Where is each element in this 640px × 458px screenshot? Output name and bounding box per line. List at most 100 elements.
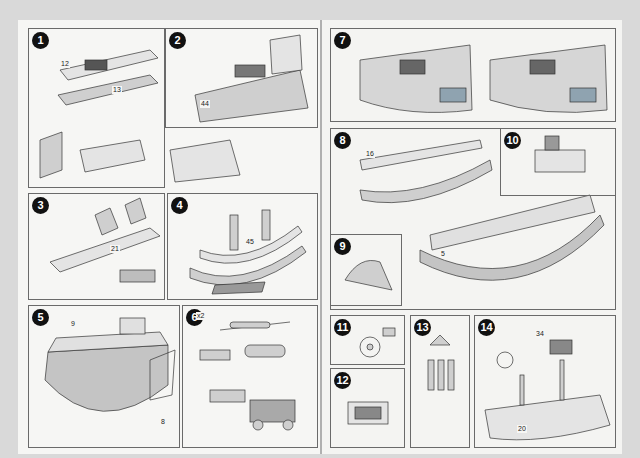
part-drawing [283, 420, 293, 430]
part-drawing [85, 60, 107, 70]
part-drawing [360, 140, 482, 170]
part-drawing [200, 226, 302, 263]
part-drawing [245, 345, 285, 357]
step-number: 10 [504, 132, 521, 149]
part-drawing [125, 198, 146, 224]
callout-number: 34 [535, 330, 545, 338]
part-drawing [428, 360, 434, 390]
callout-number: 44 [200, 100, 210, 108]
part-drawing [58, 75, 158, 105]
part-drawing [360, 160, 492, 203]
part-drawing [383, 328, 395, 336]
part-drawing [360, 337, 380, 357]
step-panel: 3 [28, 193, 165, 300]
step-number: 5 [32, 309, 49, 326]
callout-number: 45 [245, 238, 255, 246]
part-drawing [520, 375, 524, 405]
step-panel: 12 [330, 368, 405, 448]
step-panel: 4 [167, 193, 318, 300]
part-drawing [45, 345, 168, 411]
step-number: 4 [171, 197, 188, 214]
part-drawing [530, 60, 555, 74]
part-drawing [448, 360, 454, 390]
part-drawing [430, 195, 595, 250]
step-number: 8 [334, 132, 351, 149]
step-panel: 6 [182, 305, 318, 448]
step-panel: 11 [330, 315, 405, 365]
part-drawing [195, 70, 308, 122]
callout-number: 12 [60, 60, 70, 68]
part-drawing [262, 210, 270, 240]
part-drawing [345, 260, 392, 290]
part-drawing [490, 45, 607, 112]
part-drawing [550, 340, 572, 354]
part-drawing [212, 282, 265, 294]
callout-number: 5 [440, 250, 446, 258]
part-drawing [485, 395, 610, 440]
part-drawing [210, 390, 245, 402]
callout-number: 13 [112, 86, 122, 94]
callout-number: 21 [110, 245, 120, 253]
part-drawing [150, 350, 175, 400]
part-drawing [438, 360, 444, 390]
part-drawing [560, 360, 564, 400]
step-number: 12 [334, 372, 351, 389]
step-panel: 9 [330, 234, 402, 306]
callout-number: 16 [365, 150, 375, 158]
callout-number: x2 [196, 312, 205, 320]
part-drawing [200, 350, 230, 360]
part-drawing [40, 132, 62, 178]
part-drawing [95, 208, 118, 235]
part-drawing [348, 402, 388, 424]
callout-number: 8 [160, 418, 166, 426]
step-number: 9 [334, 238, 351, 255]
part-drawing [60, 50, 158, 80]
step-number: 14 [478, 319, 495, 336]
step-number: 11 [334, 319, 351, 336]
part-drawing [230, 215, 238, 250]
part-drawing [270, 35, 302, 74]
step-panel: 13 [410, 315, 470, 448]
part-drawing [545, 136, 559, 150]
part-drawing [40, 35, 610, 440]
part-drawing [497, 352, 513, 368]
part-drawing [535, 150, 585, 172]
part-drawing [120, 270, 155, 282]
step-number: 1 [32, 32, 49, 49]
callout-number: 9 [70, 320, 76, 328]
part-drawing [570, 88, 596, 102]
step-panel: 1 [28, 28, 165, 188]
part-drawing [230, 322, 270, 328]
step-panel: 2 [165, 28, 318, 128]
part-drawing [253, 420, 263, 430]
part-drawing [360, 45, 472, 112]
part-drawing [235, 65, 265, 77]
step-number: 3 [32, 197, 49, 214]
part-drawing [430, 335, 450, 345]
part-drawing [250, 400, 295, 422]
part-drawing [440, 88, 466, 102]
step-number: 2 [169, 32, 186, 49]
part-drawing [170, 140, 240, 182]
part-drawing [80, 140, 145, 172]
step-panel: 5 [28, 305, 180, 448]
part-drawing [18, 20, 322, 454]
part-drawing [48, 332, 168, 352]
part-drawing [120, 318, 145, 334]
step-panel: 7 [330, 28, 616, 122]
callout-number: 20 [517, 425, 527, 433]
part-drawing [355, 407, 381, 419]
part-drawing [322, 20, 622, 454]
part-drawing [400, 60, 425, 74]
step-panel: 10 [500, 128, 616, 196]
step-number: 13 [414, 319, 431, 336]
part-drawing [320, 20, 322, 454]
part-drawing [190, 246, 306, 285]
part-drawing [220, 322, 290, 330]
part-drawing [50, 228, 160, 272]
step-number: 7 [334, 32, 351, 49]
step-panel: 14 [474, 315, 616, 448]
part-drawing [367, 344, 373, 350]
